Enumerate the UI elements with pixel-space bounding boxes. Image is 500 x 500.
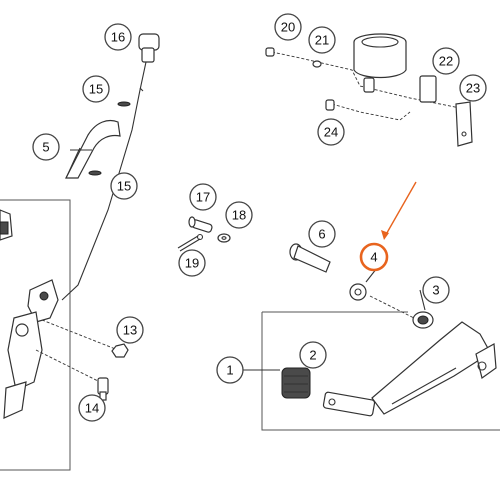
pin-17 [188, 216, 213, 233]
callout-15-lower: 15 [110, 172, 138, 200]
svg-text:23: 23 [466, 81, 480, 96]
master-cylinder [3, 279, 59, 419]
svg-text:14: 14 [85, 401, 99, 416]
svg-text:15: 15 [89, 82, 103, 97]
callout-18: 18 [225, 201, 253, 229]
callout-1: 1 [216, 356, 244, 384]
svg-text:22: 22 [439, 54, 453, 69]
callout-3: 3 [422, 276, 450, 304]
bushing-3 [369, 295, 434, 329]
svg-text:2: 2 [309, 348, 316, 363]
svg-text:5: 5 [42, 140, 49, 155]
highlight-arrow [381, 181, 417, 240]
cotter-pin-19 [177, 233, 204, 252]
reservoir-assembly [265, 33, 473, 147]
pedal-assembly-frame [261, 312, 500, 431]
callout-24: 24 [317, 118, 345, 146]
washer-4 [349, 283, 367, 301]
callout-2: 2 [299, 341, 327, 369]
svg-text:21: 21 [315, 33, 329, 48]
callout-22: 22 [432, 47, 460, 75]
left-assembly-frame [0, 199, 71, 471]
callout-14: 14 [78, 394, 106, 422]
svg-text:16: 16 [111, 30, 125, 45]
svg-text:4: 4 [370, 250, 377, 265]
callout-20: 20 [274, 13, 302, 41]
svg-text:20: 20 [281, 20, 295, 35]
callout-23: 23 [459, 74, 487, 102]
svg-text:13: 13 [123, 323, 137, 338]
bolt-14 [35, 349, 109, 401]
pivot-bolt-6 [289, 243, 331, 273]
callout-15-upper: 15 [82, 75, 110, 103]
svg-text:17: 17 [196, 190, 210, 205]
svg-text:19: 19 [185, 256, 199, 271]
svg-text:6: 6 [318, 227, 325, 242]
left-reservoir-partial [0, 209, 13, 241]
svg-text:18: 18 [232, 208, 246, 223]
brake-pedal-1 [322, 321, 497, 417]
svg-text:3: 3 [432, 283, 439, 298]
callout-16: 16 [104, 23, 132, 51]
bolt-13 [41, 319, 129, 358]
callout-6: 6 [308, 220, 336, 248]
callout-13: 13 [116, 316, 144, 344]
pedal-rubber-2 [281, 367, 311, 399]
callout-19: 19 [178, 249, 206, 277]
callout-21: 21 [308, 26, 336, 54]
leader-lines [243, 267, 426, 371]
svg-text:1: 1 [226, 363, 233, 378]
callout-4-highlighted: 4 [359, 242, 389, 272]
svg-text:24: 24 [324, 125, 338, 140]
svg-text:15: 15 [117, 179, 131, 194]
washer-18 [217, 233, 231, 243]
callout-17: 17 [189, 183, 217, 211]
brake-hose-assembly [61, 33, 160, 301]
callout-5: 5 [32, 133, 60, 161]
